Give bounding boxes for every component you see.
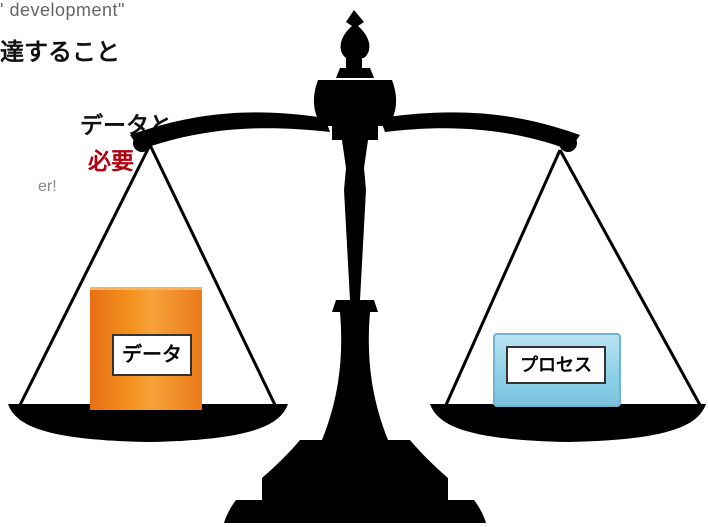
finial-knob xyxy=(336,68,374,78)
base-foot xyxy=(224,500,486,523)
scale-column xyxy=(342,140,368,300)
right-string-a xyxy=(444,149,562,406)
scale-hub xyxy=(313,80,397,126)
hub-ring xyxy=(332,126,378,140)
scale-finial xyxy=(340,10,370,58)
column-collar xyxy=(332,300,378,312)
body-text-english: er! xyxy=(38,178,57,195)
beam-end-right xyxy=(559,134,577,152)
left-string-a xyxy=(18,144,152,406)
column-lower xyxy=(322,312,388,440)
scale-beam xyxy=(130,112,580,150)
scale-base xyxy=(262,440,448,500)
left-string-b xyxy=(148,144,277,406)
headline-text: 達すること xyxy=(0,38,120,66)
right-pan xyxy=(430,404,706,442)
left-pan xyxy=(8,404,288,442)
body-text-required: 必要 xyxy=(88,149,134,175)
data-box-label: データ xyxy=(112,334,192,376)
finial-neck xyxy=(346,58,362,68)
quote-text: ' development" xyxy=(0,0,125,20)
text-block: ' development" 達すること データと 必要 er! xyxy=(0,0,280,220)
right-string-b xyxy=(558,149,702,406)
beam-end-left xyxy=(133,134,151,152)
process-box-label: プロセス xyxy=(506,346,606,384)
